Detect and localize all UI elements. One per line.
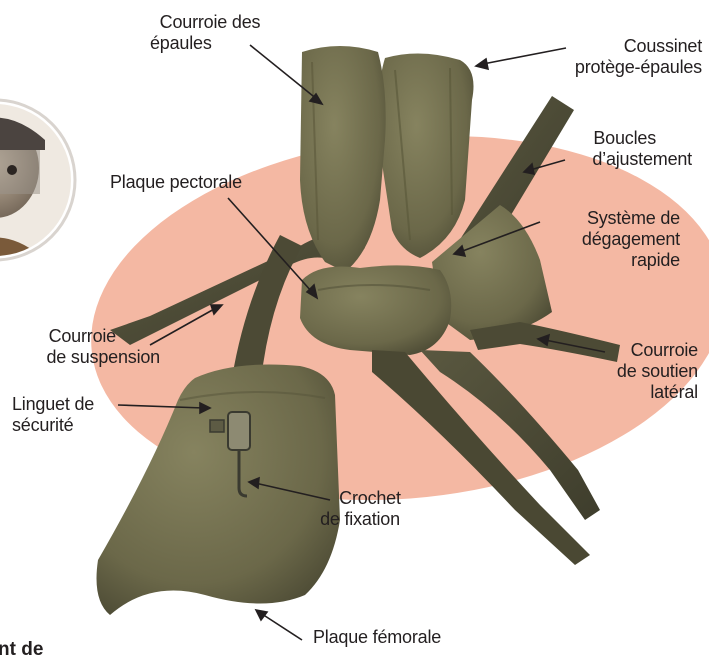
section-heading-fragment: nt de: [0, 639, 43, 660]
label-suspension-strap: Courroie de suspension: [20, 326, 160, 368]
operator-photo-icon: [0, 100, 80, 270]
label-shoulder-pad: Coussinet protège-épaules: [552, 36, 702, 78]
label-thigh-plate: Plaque fémorale: [313, 627, 441, 648]
label-shoulder-strap: Courroie des épaules: [141, 12, 279, 54]
label-safety-latch: Linguet de sécurité: [12, 394, 94, 436]
label-chest-plate: Plaque pectorale: [110, 172, 242, 193]
label-quick-release: Système de dégagement rapide: [540, 208, 680, 271]
chest-plate: [300, 265, 451, 355]
label-side-support-strap: Courroie de soutien latéral: [592, 340, 698, 403]
label-attachment-hook: Crochet de fixation: [300, 488, 420, 530]
label-adjustment-buckles: Boucles d’ajustement: [562, 128, 692, 170]
